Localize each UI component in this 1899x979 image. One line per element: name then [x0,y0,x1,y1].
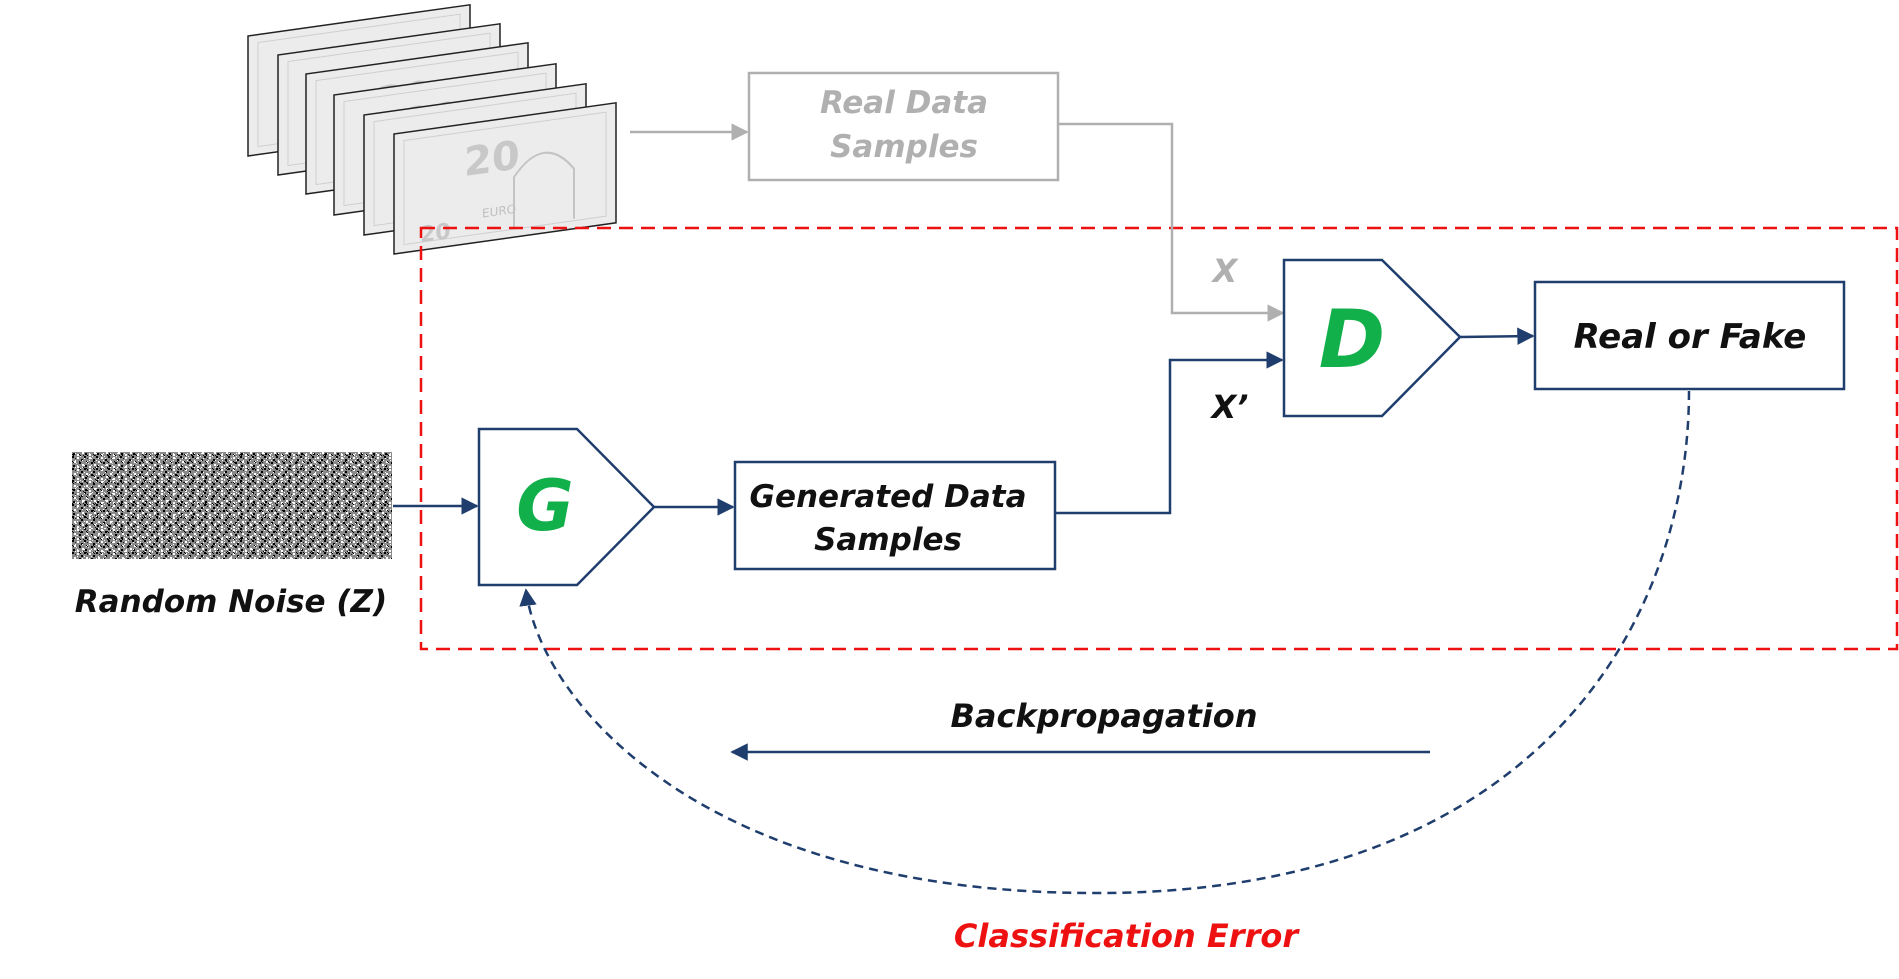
generated-data-samples-box [733,460,1057,571]
banknote-value-text: 20 [464,133,520,187]
x-label: X [1211,252,1239,290]
real-or-fake-label: Real or Fake [1574,317,1807,357]
discriminator-block [1282,258,1462,418]
x-prime-label: X’ [1210,388,1249,426]
random-noise-image [72,452,392,559]
real-data-samples-box [747,71,1060,182]
real-data-to-discriminator-arrow [1058,122,1285,322]
classification-error-label: Classification Error [954,917,1300,955]
training-region-boundary [419,226,1899,651]
generator-block [477,427,656,587]
generated-samples-to-discriminator-arrow [1055,351,1284,515]
classification-error-feedback-arrow [519,390,1691,895]
generator-label: G [516,465,573,547]
real-data-label-line1: Real Data [820,85,988,121]
discriminator-label: D [1319,293,1385,386]
banknote-small-value-text: 20 [420,218,451,248]
generated-data-label-line1: Generated Data [750,479,1027,515]
generated-data-label-line2: Samples [814,522,962,558]
banknote-euro-text: EURO [482,202,516,221]
real-data-label-line2: Samples [830,129,978,165]
real-or-fake-box [1533,280,1846,391]
random-noise-label: Random Noise (Z) [75,584,387,620]
discriminator-to-output-arrow [1459,327,1535,345]
banknote-stack-image: 20202020202020EURO [247,3,617,255]
backpropagation-label: Backpropagation [951,697,1258,735]
